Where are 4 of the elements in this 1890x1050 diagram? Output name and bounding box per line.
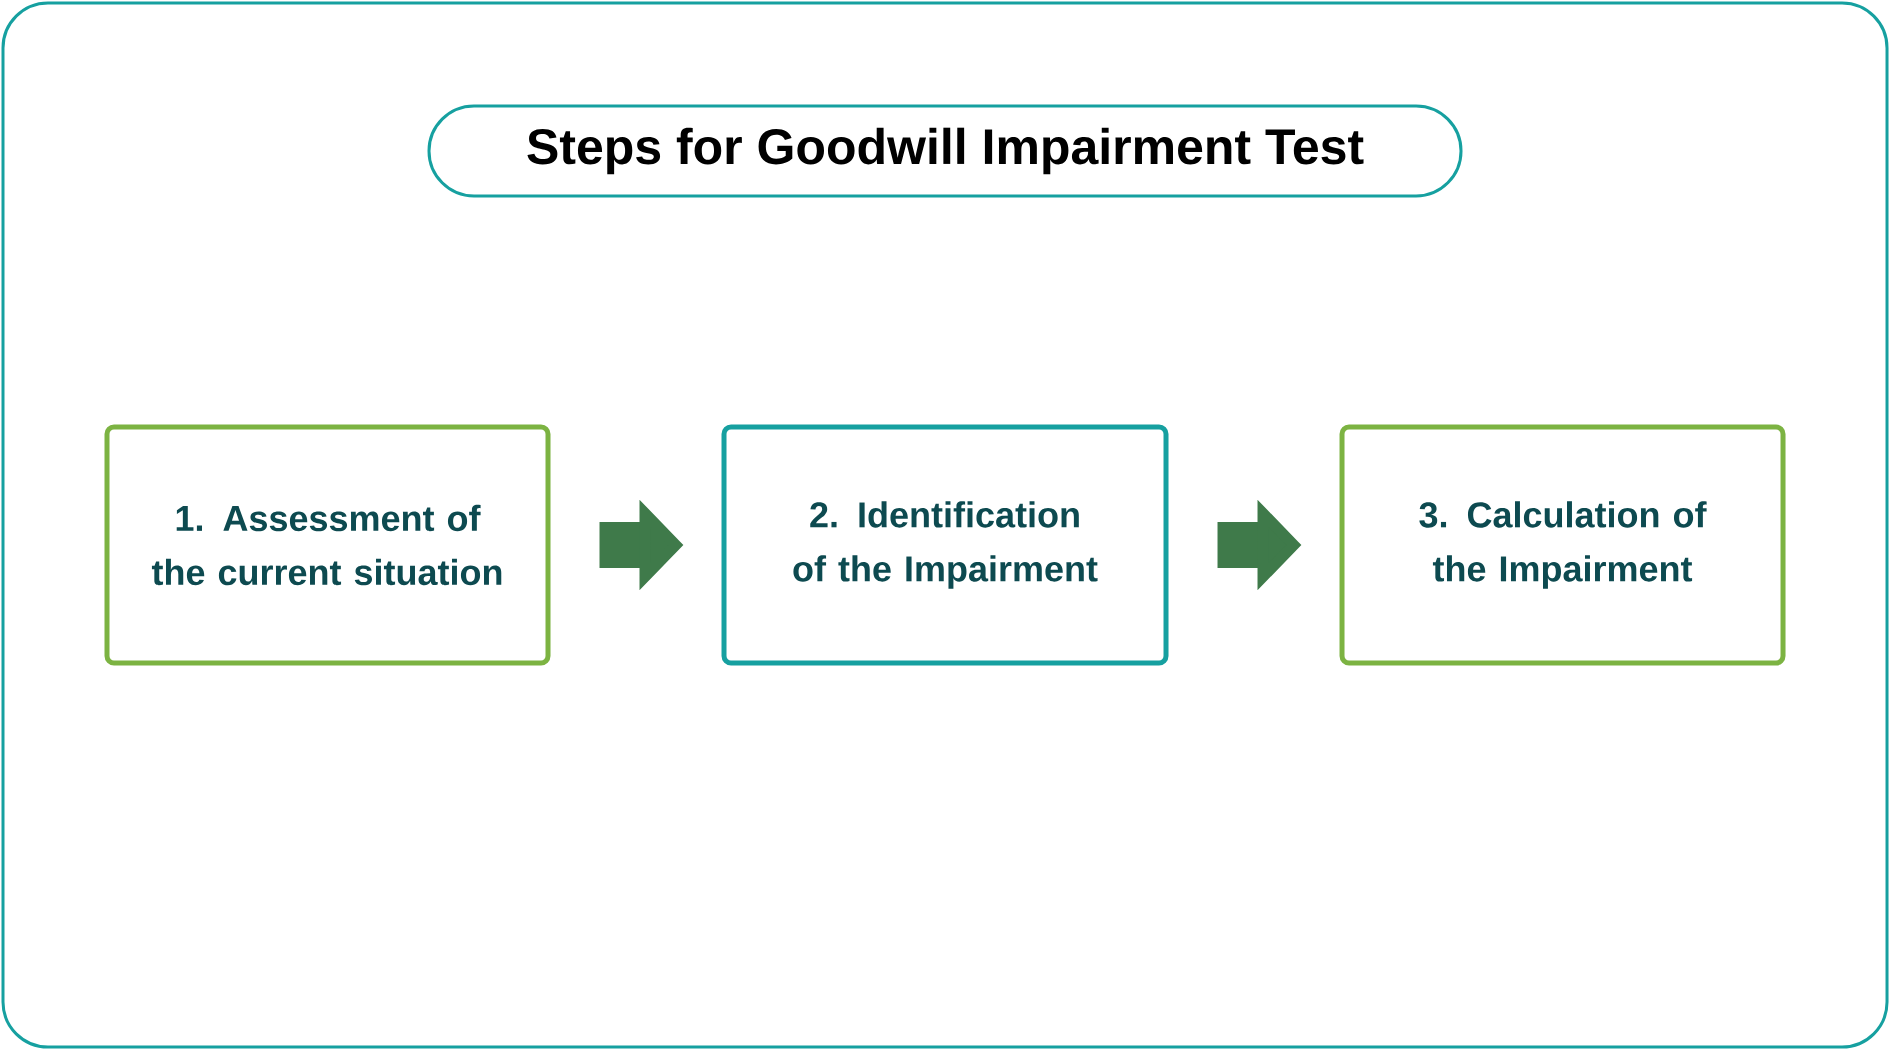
step-box: 2. Identification of the Impairment	[721, 424, 1169, 666]
step-box: 1. Assessment of the current situation	[104, 424, 551, 666]
step-box: 3. Calculation of the Impairment	[1339, 424, 1786, 666]
title-pill: Steps for Goodwill Impairment Test	[427, 104, 1463, 198]
